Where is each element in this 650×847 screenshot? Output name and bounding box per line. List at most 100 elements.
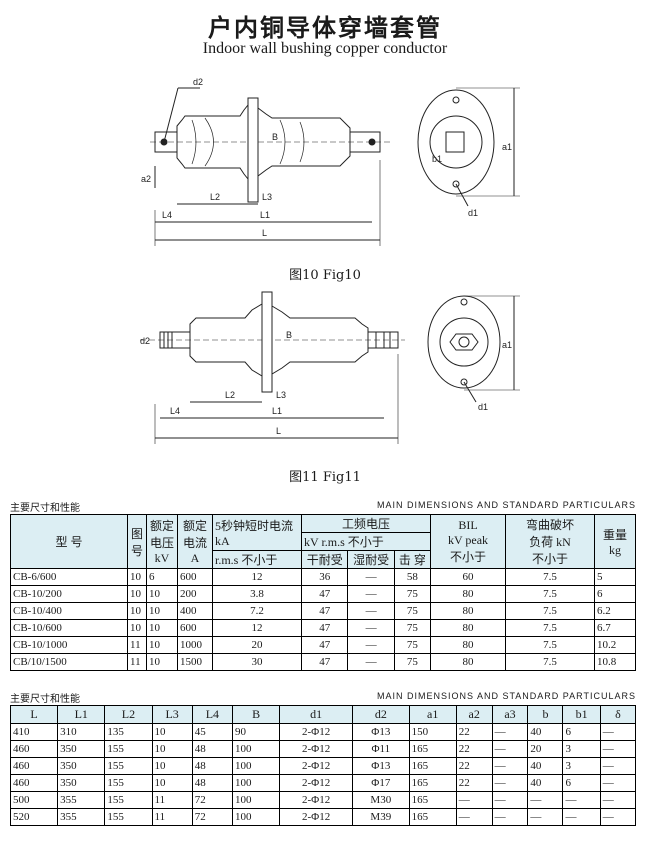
table-cell: 7.5 (505, 568, 595, 586)
table-cell: 520 (9, 808, 59, 826)
table-cell: 600 (177, 568, 213, 586)
table-cell: 460 (9, 740, 59, 758)
fig10-drawing: d2 a2 B L2 L3 L4 L1 L a1 b1 d1 (141, 77, 520, 246)
page-subtitle: Indoor wall bushing copper conductor (202, 40, 448, 57)
table-cell: 75 (393, 619, 432, 637)
table-cell: 2-Φ12 (279, 808, 354, 826)
table-cell: — (455, 791, 493, 809)
column-header: a2 (455, 705, 493, 724)
col-power-freq-sub: kV r.m.s 不小于 (301, 532, 431, 551)
column-header: L2 (104, 705, 153, 724)
table-cell: 2-Φ12 (279, 740, 354, 758)
fig10-right-terminal (349, 131, 381, 153)
table-cell: 22 (455, 757, 493, 775)
table-cell: — (455, 808, 493, 826)
table-cell: 10 (146, 653, 178, 671)
table-cell: 6 (594, 585, 636, 603)
table-cell: 155 (104, 808, 153, 826)
table-cell: 75 (393, 602, 432, 620)
table-cell: 3 (562, 740, 601, 758)
fig10-label-l2: L2 (210, 192, 220, 202)
col-breakdown: 击 穿 (393, 550, 432, 569)
table-cell: Φ13 (352, 757, 410, 775)
table-cell: Φ11 (352, 740, 410, 758)
table-cell: 155 (104, 791, 153, 809)
fig11-label-l4: L4 (170, 406, 180, 416)
table-cell: CB-10/600 (10, 619, 128, 637)
table-cell: — (599, 791, 637, 809)
col-model: 型 号 (10, 514, 128, 569)
table-cell: 7.5 (505, 619, 595, 637)
table-cell: 1000 (177, 636, 213, 654)
table-cell: 58 (393, 568, 432, 586)
table-cell: 47 (300, 619, 349, 637)
table-cell: 10 (151, 740, 193, 758)
table-cell: 75 (393, 585, 432, 603)
table-cell: 2-Φ12 (279, 791, 354, 809)
table-cell: 22 (455, 740, 493, 758)
table-cell: — (527, 791, 564, 809)
table-cell: 6 (562, 774, 601, 792)
table-cell: 3 (562, 757, 601, 775)
table-cell: 10 (151, 757, 193, 775)
fig10-label-l: L (262, 228, 267, 238)
table-cell: — (491, 808, 529, 826)
table-cell: Φ17 (352, 774, 410, 792)
table-cell: 7.2 (212, 602, 302, 620)
table-cell: 350 (57, 757, 106, 775)
table-cell: 80 (430, 636, 506, 654)
table-cell: 155 (104, 740, 153, 758)
column-header: b1 (562, 705, 601, 724)
table-cell: — (491, 740, 529, 758)
table-cell: 36 (300, 568, 349, 586)
fig11-label-d1: d1 (478, 402, 488, 412)
fig11-drawing: d2 B L2 L3 L4 L1 L a1 d1 (140, 291, 520, 444)
table-cell: 10 (127, 585, 147, 603)
fig10-label-a2: a2 (141, 174, 151, 184)
table-cell: 460 (9, 774, 59, 792)
table-cell: 10 (146, 585, 178, 603)
table-cell: 20 (527, 740, 564, 758)
table-cell: — (347, 585, 395, 603)
fig11-caption: 图11 Fig11 (289, 470, 361, 485)
table-cell: 2-Φ12 (279, 757, 354, 775)
table-cell: 47 (300, 602, 349, 620)
table-cell: 40 (527, 723, 564, 741)
table-cell: 2-Φ12 (279, 774, 354, 792)
table-cell: 155 (104, 774, 153, 792)
col-dry: 干耐受 (300, 550, 349, 569)
fig11-right-insulator (271, 305, 369, 375)
table-cell: 165 (408, 774, 457, 792)
table-cell: 355 (57, 791, 106, 809)
table-cell: 2-Φ12 (279, 723, 354, 741)
table-cell: 165 (408, 740, 457, 758)
table-cell: 100 (231, 740, 281, 758)
table-cell: 12 (212, 619, 302, 637)
table-cell: — (347, 568, 395, 586)
table-cell: CB-10/1000 (10, 636, 128, 654)
table-cell: 100 (231, 774, 281, 792)
table-cell: — (599, 808, 637, 826)
column-header: a1 (408, 705, 457, 724)
table-cell: — (347, 636, 395, 654)
table-cell: 165 (408, 757, 457, 775)
table-cell: 155 (104, 757, 153, 775)
table-cell: 22 (455, 723, 493, 741)
fig10-label-l1: L1 (260, 210, 270, 220)
fig11-label-d2: d2 (140, 336, 150, 346)
fig10-label-l4: L4 (162, 210, 172, 220)
fig10-label-l3: L3 (262, 192, 272, 202)
table-cell: 80 (430, 653, 506, 671)
table-cell: 3.8 (212, 585, 302, 603)
column-header: L (9, 705, 59, 724)
